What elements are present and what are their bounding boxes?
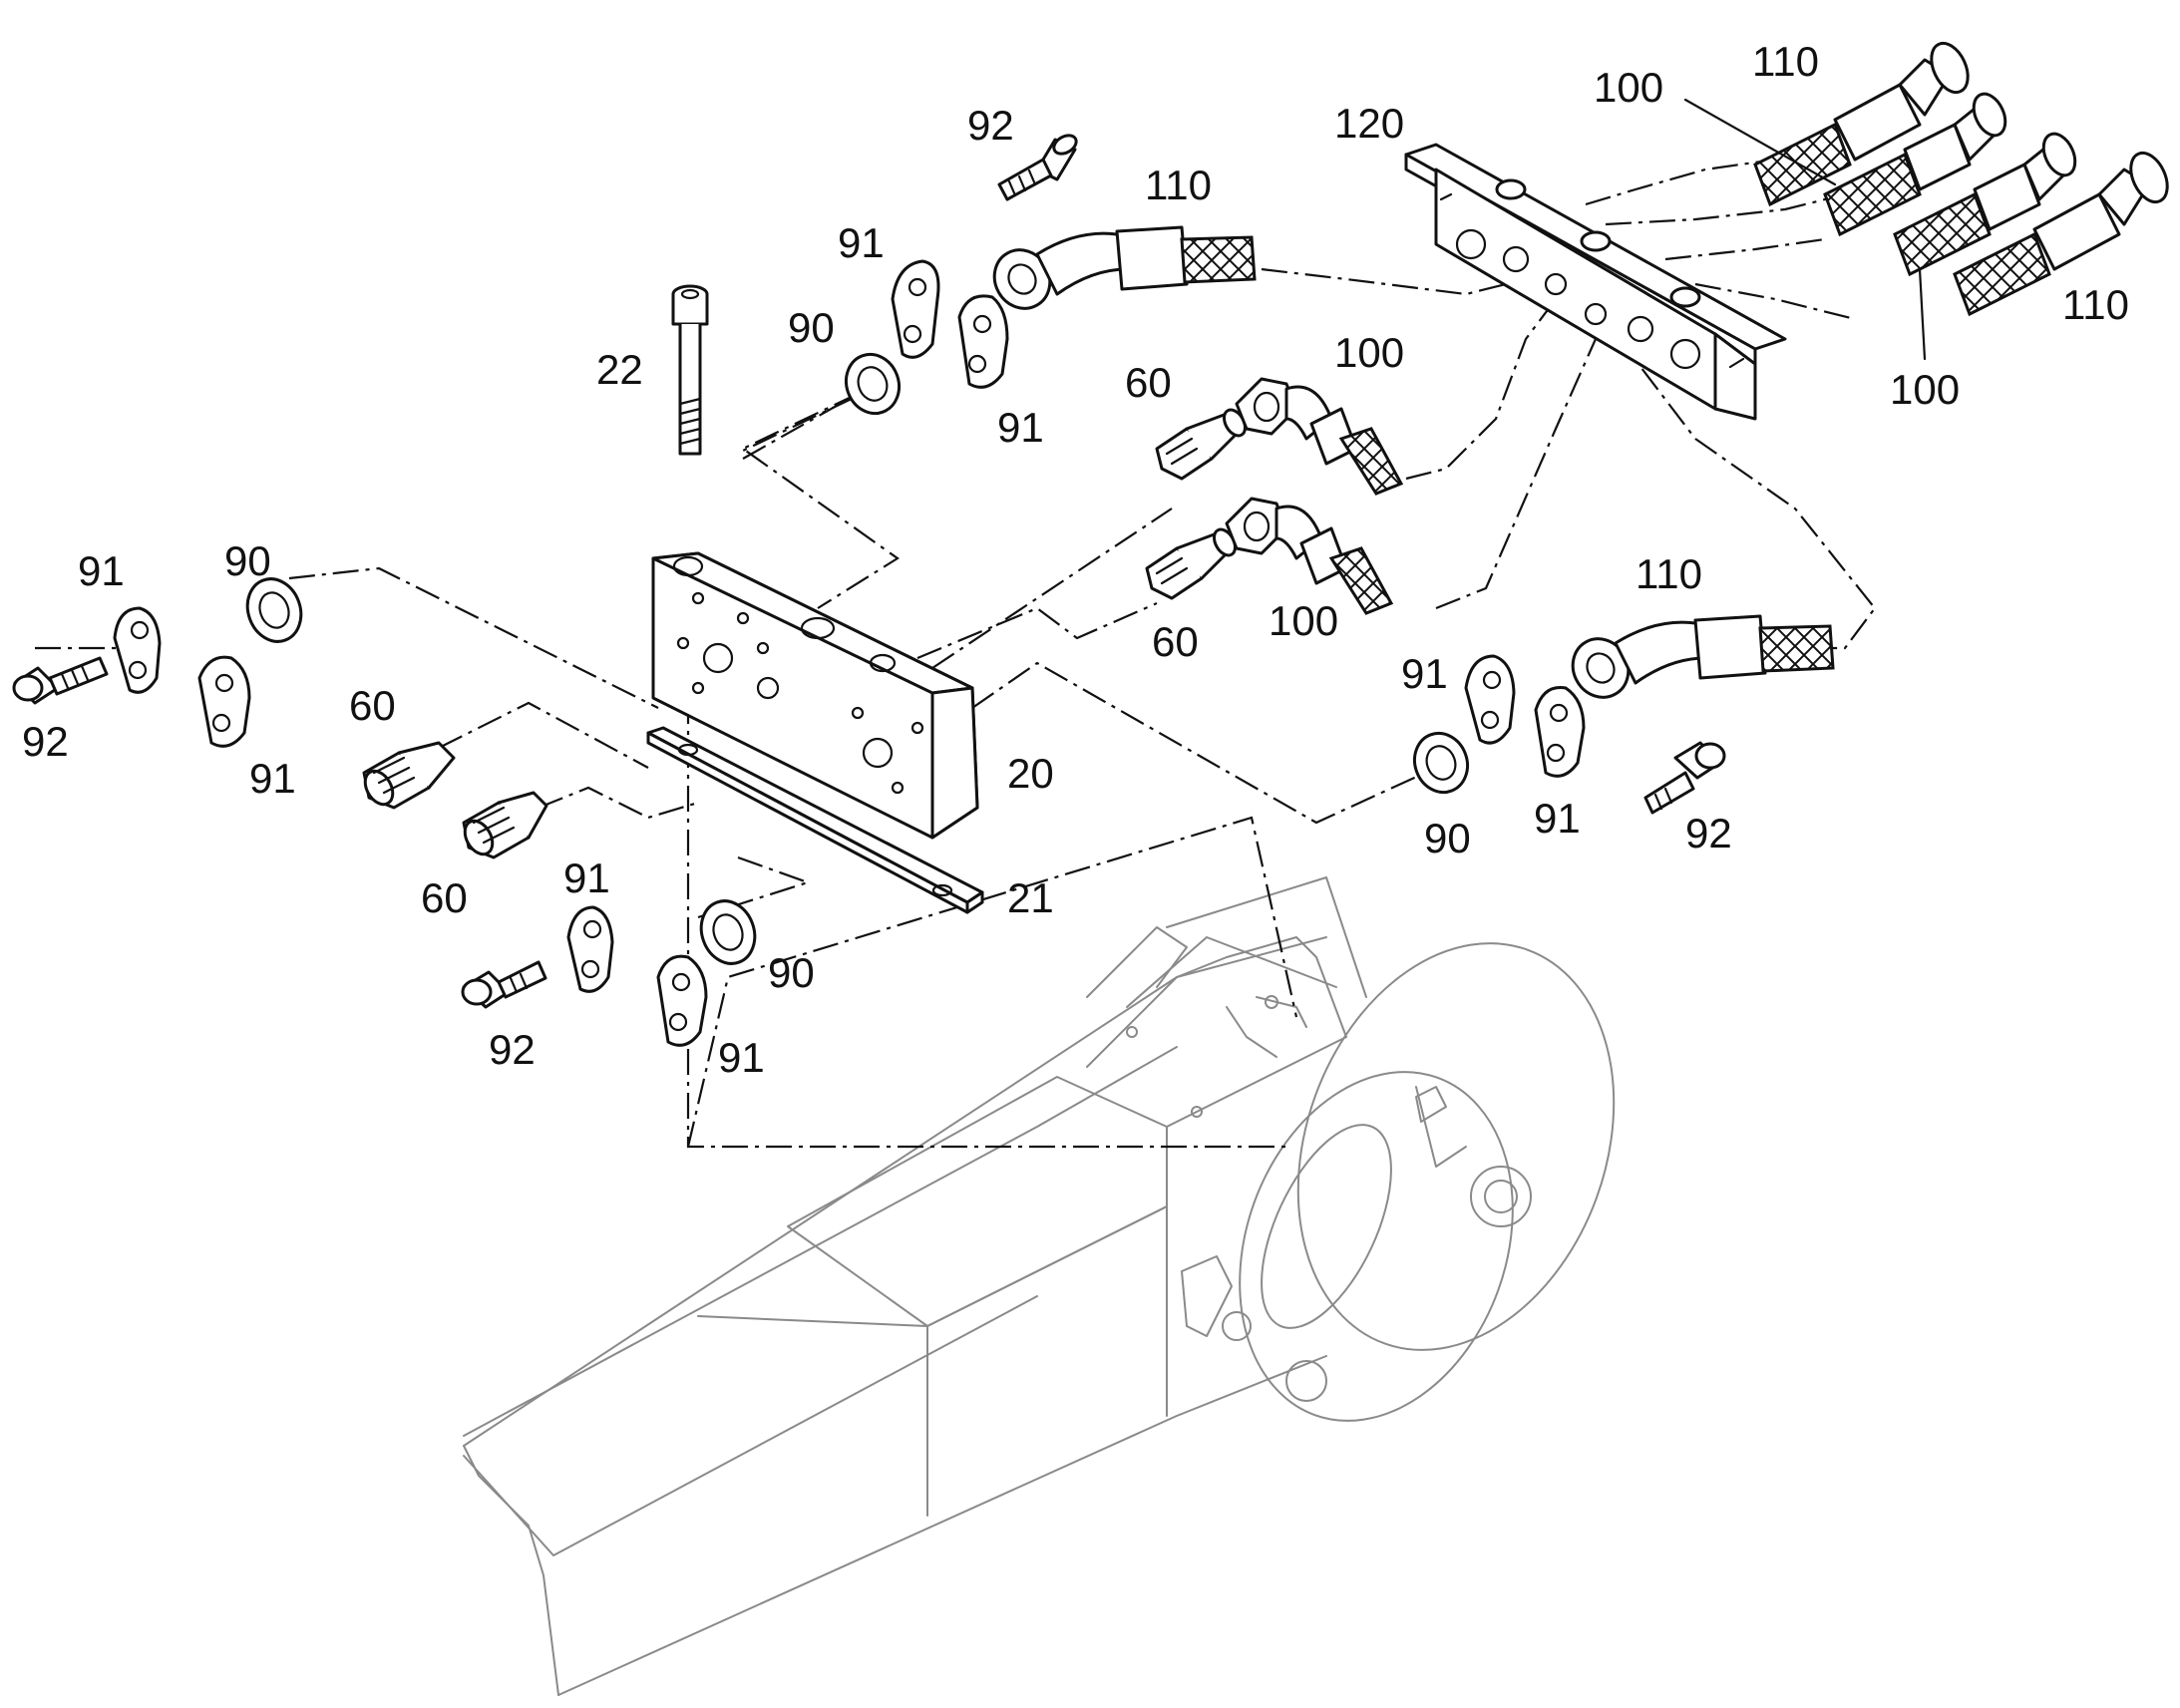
seal-90-bottom (699, 899, 757, 965)
callout-labels: 92 110 91 90 91 22 120 100 110 110 100 6… (22, 38, 2129, 1081)
hose-100-top-right (1823, 92, 2007, 237)
callout-100: 100 (1594, 64, 1663, 111)
fitting-60-d (462, 791, 548, 859)
callout-20: 20 (1007, 750, 1054, 797)
clamp-91-right-a (1464, 654, 1516, 745)
screw-92-right (1643, 741, 1726, 815)
callout-90: 90 (788, 304, 835, 351)
screw-92-left (12, 656, 109, 705)
callout-90: 90 (768, 949, 815, 996)
hose-110-right-lower (1953, 151, 2169, 317)
hose-110-right (1571, 614, 1835, 699)
callout-21: 21 (1007, 874, 1054, 921)
screw-92-bottom (461, 960, 547, 1009)
fitting-60-a (1155, 408, 1247, 481)
hose-110-top (992, 225, 1257, 310)
callout-60: 60 (1152, 618, 1199, 665)
clamp-91-bottom-b (656, 954, 708, 1047)
callout-91: 91 (563, 854, 610, 901)
clamp-91-left-b (197, 655, 251, 748)
callout-90: 90 (1424, 815, 1471, 861)
clamp-91-right-b (1534, 685, 1586, 778)
seal-90-left (245, 577, 303, 643)
callout-92: 92 (1685, 810, 1732, 856)
callout-91: 91 (997, 404, 1044, 451)
screw-92-top (997, 134, 1078, 201)
callout-91: 91 (718, 1034, 765, 1081)
callout-91: 91 (78, 547, 125, 594)
callout-92: 92 (489, 1026, 536, 1073)
clamp-91-bottom-a (566, 905, 614, 993)
callout-100: 100 (1269, 597, 1338, 644)
callout-22: 22 (596, 346, 643, 393)
hose-100-b (1225, 497, 1394, 615)
callout-60: 60 (421, 874, 468, 921)
fitting-60-b (1145, 527, 1237, 600)
clamp-91-top-b (957, 294, 1009, 389)
leader-lines (35, 158, 1877, 1149)
callout-92: 92 (967, 102, 1014, 149)
callout-110: 110 (1635, 550, 1702, 597)
callout-91: 91 (249, 755, 296, 802)
excavator-boom (463, 876, 1616, 1696)
callout-60: 60 (349, 682, 396, 729)
clamp-91-left-a (113, 606, 162, 694)
callout-110: 110 (1145, 162, 1212, 208)
seal-90-top (845, 352, 901, 416)
callout-110: 110 (2062, 281, 2129, 328)
callout-92: 92 (22, 718, 69, 765)
hose-100-right-lower (1893, 132, 2077, 277)
seal-90-right (1413, 731, 1469, 795)
callout-100: 100 (1890, 366, 1960, 413)
callout-91: 91 (1401, 650, 1448, 697)
clamp-91-top-a (891, 259, 940, 359)
manifold-120 (1404, 143, 1787, 421)
bolt-22 (671, 284, 709, 456)
callout-91: 91 (838, 219, 885, 266)
callout-90: 90 (224, 537, 271, 584)
hose-110-top-right (1753, 41, 1970, 207)
callout-91: 91 (1534, 795, 1581, 842)
valve-block-20 (651, 551, 979, 840)
plate-21 (646, 726, 984, 914)
callout-110: 110 (1752, 38, 1819, 85)
callout-leaders (1683, 98, 1927, 361)
hose-100-a (1235, 377, 1404, 496)
callout-120: 120 (1334, 100, 1404, 147)
fitting-60-c (362, 741, 456, 810)
callout-60: 60 (1125, 359, 1172, 406)
callout-100: 100 (1334, 329, 1404, 376)
